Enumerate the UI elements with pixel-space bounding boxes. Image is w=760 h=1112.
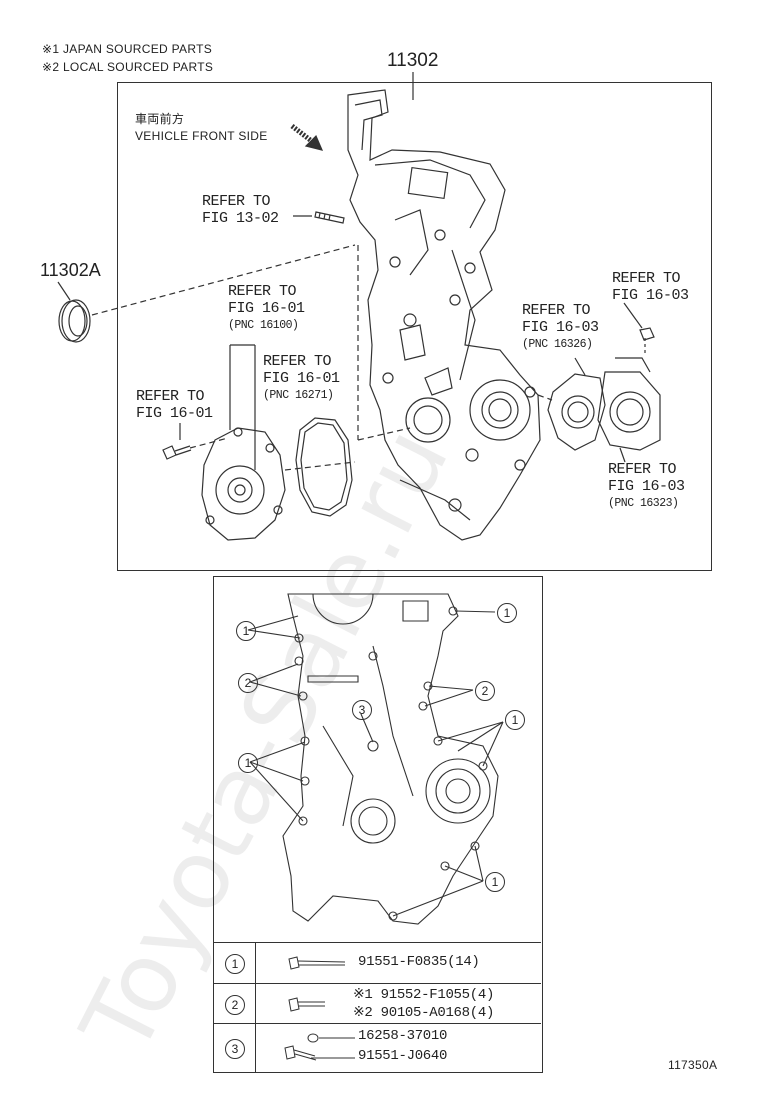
housing-bolt-icon [639,327,655,355]
legend-row-1[interactable]: 1 91551-F0835(14) [213,943,541,983]
legend-mark-1: 1 [225,954,245,974]
callout-pnc: (PNC 16271) [263,389,334,402]
callout-fig-16-03[interactable]: REFER TO FIG 16-03 [612,270,689,304]
flange-bolt-icon [288,997,325,1012]
mark-1-left-mid[interactable]: 1 [238,753,258,773]
mark-1-left-top[interactable]: 1 [236,621,256,641]
mark-1-right-bottom[interactable]: 1 [485,872,505,892]
callout-line: FIG 16-03 [612,287,689,304]
callout-line: FIG 16-01 [228,300,305,317]
callout-line: REFER TO [228,283,297,300]
callout-line: REFER TO [612,270,681,287]
legend-part-number: 91551-J0640 [358,1048,448,1064]
callout-fig-16-03-pnc-16326[interactable]: REFER TO FIG 16-03 (PNC 16326) [522,302,599,353]
legend-part-number: ※1 91552-F1055(4) [353,987,495,1003]
legend-row-3[interactable]: 3 16258-37010 91551-J0640 [213,1023,541,1073]
legend-part-number: ※2 90105-A0168(4) [353,1005,495,1021]
callout-line: FIG 16-03 [522,319,599,336]
legend-divider [255,943,256,1072]
lower-bolt-location-drawing [247,593,504,925]
callout-line: REFER TO [522,302,591,319]
callout-line: FIG 16-01 [263,370,340,387]
seal-part-number[interactable]: 11302A [40,260,101,280]
water-pump-gasket-icon [295,417,353,517]
mark-3[interactable]: 3 [352,700,372,720]
vehicle-front-label-en: VEHICLE FRONT SIDE [135,129,268,143]
callout-line: REFER TO [136,388,205,405]
water-pump-icon [201,427,286,541]
stud-bolt-icon [314,211,345,224]
callout-fig-16-01-pnc-16100[interactable]: REFER TO FIG 16-01 (PNC 16100) [228,283,305,334]
pump-bolt-icon [162,445,192,460]
legend-part-number: 91551-F0835(14) [358,954,480,970]
callout-fig-13-02[interactable]: REFER TO FIG 13-02 [202,193,279,227]
mark-1-right-top[interactable]: 1 [497,603,517,623]
front-arrow-icon [290,124,324,151]
callout-line: FIG 13-02 [202,210,279,227]
legend-mark-2: 2 [225,995,245,1015]
mark-1-right-mid[interactable]: 1 [505,710,525,730]
water-inlet-housing-icon [597,357,661,451]
callout-pnc: (PNC 16326) [522,338,593,351]
vehicle-front-label-jp: 車両前方 [135,112,185,126]
bolt-with-washer-icon [284,1033,355,1061]
figure-id: 117350A [668,1058,718,1072]
callout-line: FIG 16-03 [608,478,685,495]
callout-line: REFER TO [263,353,332,370]
callout-line: REFER TO [202,193,271,210]
legend-mark-3: 3 [225,1039,245,1059]
oil-seal-icon [58,299,91,343]
note-japan-sourced: ※1 JAPAN SOURCED PARTS [42,42,213,56]
callout-pnc: (PNC 16100) [228,319,299,332]
callout-pnc: (PNC 16323) [608,497,679,510]
main-part-number[interactable]: 11302 [387,50,439,71]
note-local-sourced: ※2 LOCAL SOURCED PARTS [42,60,214,74]
callout-line: REFER TO [608,461,677,478]
mark-2-left[interactable]: 2 [238,673,258,693]
mark-2-right[interactable]: 2 [475,681,495,701]
legend-part-number: 16258-37010 [358,1028,448,1044]
lower-diagram-frame [213,576,543,1073]
thermostat-gasket-icon [547,373,606,451]
legend-row-2[interactable]: 2 ※1 91552-F1055(4) ※2 90105-A0168(4) [213,983,541,1024]
callout-fig-16-01[interactable]: REFER TO FIG 16-01 [136,388,213,422]
callout-fig-16-03-pnc-16323[interactable]: REFER TO FIG 16-03 (PNC 16323) [608,461,685,512]
callout-fig-16-01-pnc-16271[interactable]: REFER TO FIG 16-01 (PNC 16271) [263,353,340,404]
timing-cover-drawing [347,89,541,541]
callout-line: FIG 16-01 [136,405,213,422]
bolt-icon [288,956,346,970]
fastener-legend-table: 1 91551-F0835(14) 2 ※1 91552-F1055(4) ※2… [213,942,541,1072]
upper-diagram-frame [117,82,712,571]
upper-exploded-drawing [57,72,661,541]
